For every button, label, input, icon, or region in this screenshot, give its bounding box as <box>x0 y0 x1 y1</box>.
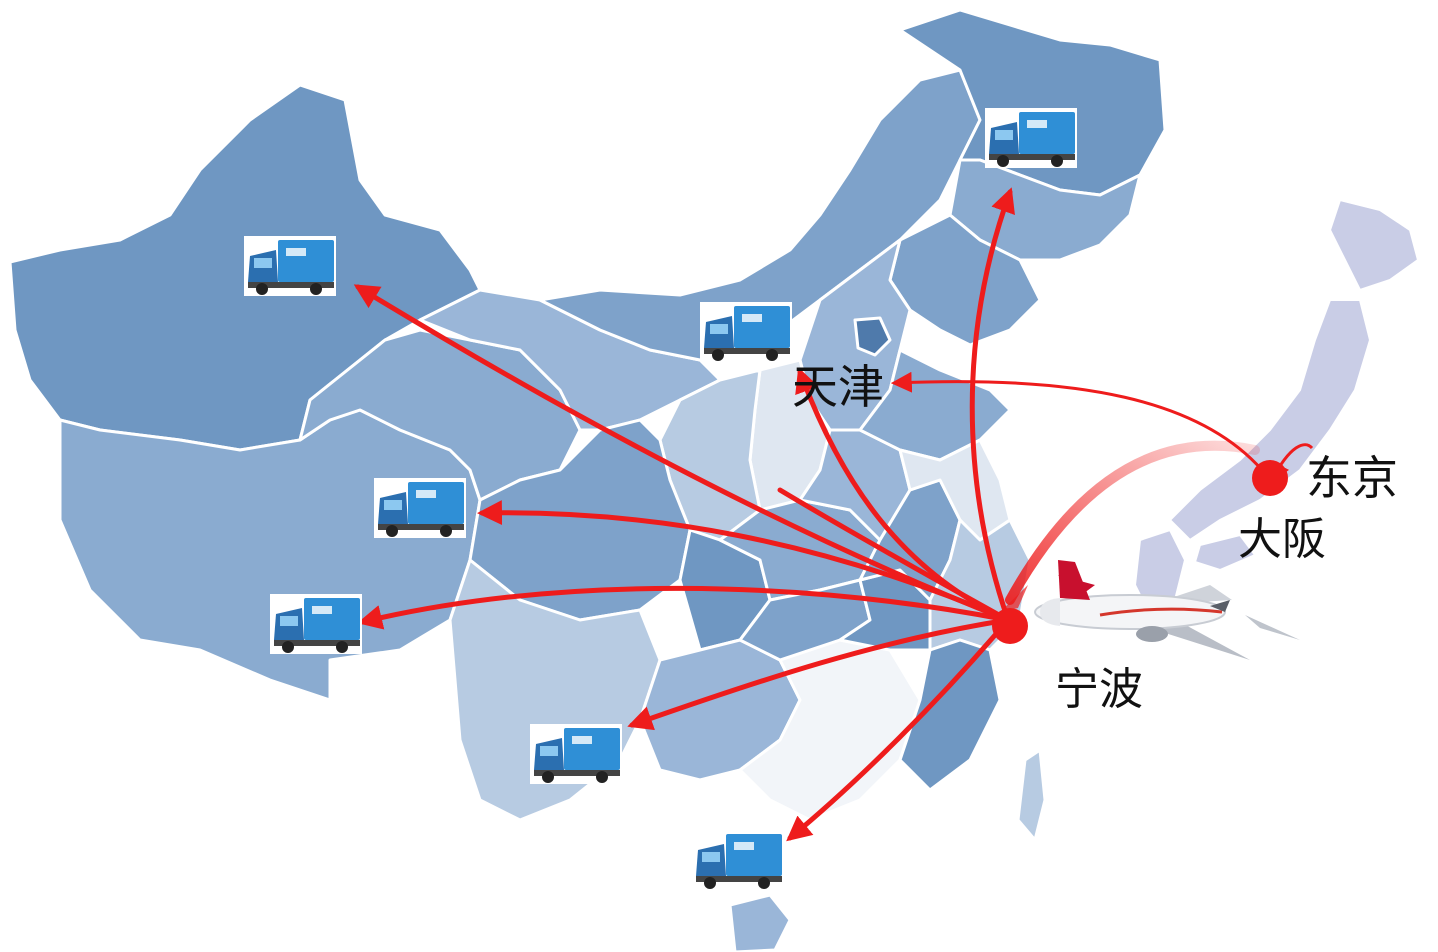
region-qinghai <box>298 328 582 502</box>
hub-marker-icon <box>1252 460 1288 496</box>
city-label-tianjin: 天津 <box>792 360 884 414</box>
route-ningbo-heilongjiang <box>969 187 1015 623</box>
route-ningbo-guangdong <box>786 617 1011 842</box>
route-ningbo-inner-mongolia <box>777 487 1011 623</box>
city-label-osaka: 大阪 <box>1238 514 1326 565</box>
region-honshu <box>1168 299 1372 542</box>
delivery-truck-icon <box>985 108 1077 168</box>
delivery-truck-icon <box>270 594 362 654</box>
region-fujian <box>898 638 1002 792</box>
trucks <box>244 108 1077 890</box>
route-ningbo-xinjiang <box>353 284 1011 623</box>
china-landmass <box>8 8 1167 952</box>
region-hainan <box>728 893 792 952</box>
flight-route-tokyo-ningbo <box>1005 440 1260 605</box>
delivery-truck-icon <box>374 478 466 538</box>
region-shikoku <box>1193 533 1257 572</box>
delivery-truck-icon <box>692 830 784 890</box>
route-tokyo-tianjin <box>890 371 1264 471</box>
route-ningbo-yunnan <box>627 617 1011 731</box>
region-hokkaido <box>1328 198 1420 292</box>
japan-landmass <box>1133 198 1420 617</box>
cargo-airplane-icon <box>1034 560 1300 660</box>
delivery-truck-icon <box>700 302 792 362</box>
delivery-truck-icon <box>244 236 336 296</box>
delivery-truck-icon <box>530 724 622 784</box>
city-label-tokyo: 东京 <box>1306 451 1398 505</box>
region-beijing <box>853 316 892 357</box>
distribution-routes <box>353 187 1015 842</box>
flight-route-tokyo-ningbo-arrowhead <box>1000 585 1028 612</box>
hub-marker-icon <box>992 608 1028 644</box>
city-label-ningbo: 宁波 <box>1055 664 1143 715</box>
region-taiwan <box>1016 748 1047 842</box>
route-ningbo-tibet <box>357 585 1011 630</box>
region-tibet <box>58 408 482 702</box>
route-ningbo-qinghai <box>477 500 1011 623</box>
